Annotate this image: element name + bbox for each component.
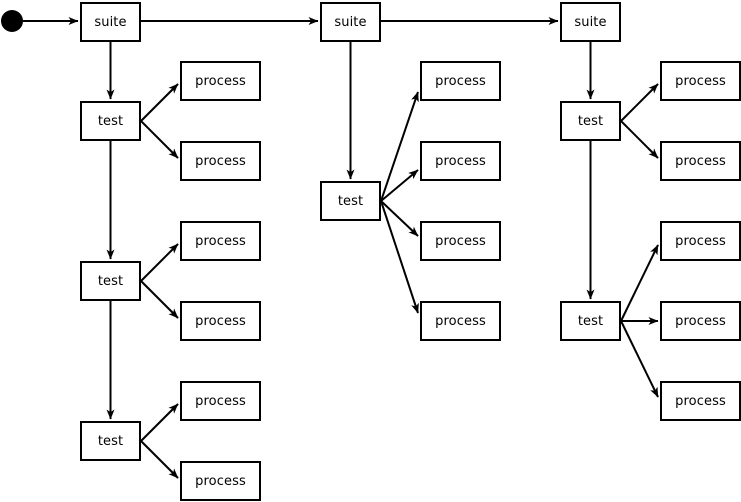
edge-test-3-to-proc-6 [140,440,179,479]
edge-test-2-to-proc-3 [140,243,179,282]
node-label-test-1: test [97,113,124,129]
node-label-test-4: test [337,193,364,209]
node-label-proc-6: process [195,473,246,489]
node-proc-11[interactable]: process [660,61,741,101]
node-proc-5[interactable]: process [180,381,261,421]
node-label-proc-3: process [195,233,246,249]
node-suite-3[interactable]: suite [560,2,621,42]
node-label-proc-2: process [195,153,246,169]
node-test-4[interactable]: test [320,181,381,221]
node-label-suite-2: suite [334,14,367,30]
node-proc-9[interactable]: process [420,221,501,261]
node-label-suite-3: suite [574,14,607,30]
node-label-proc-13: process [675,233,726,249]
edge-test-1-to-proc-2 [140,120,179,159]
node-label-proc-11: process [675,73,726,89]
node-test-3[interactable]: test [80,421,141,461]
node-test-1[interactable]: test [80,101,141,141]
node-label-test-5: test [577,113,604,129]
node-label-proc-4: process [195,313,246,329]
node-suite-1[interactable]: suite [80,2,141,42]
edge-test-4-to-proc-9 [380,200,419,237]
node-label-proc-1: process [195,73,246,89]
edge-test-6-to-proc-15 [620,320,659,398]
node-label-test-2: test [97,273,124,289]
edge-test-4-to-proc-10 [380,200,419,314]
edge-test-1-to-proc-1 [140,83,179,122]
node-label-suite-1: suite [94,14,127,30]
node-label-proc-12: process [675,153,726,169]
node-test-6[interactable]: test [560,301,621,341]
node-proc-10[interactable]: process [420,301,501,341]
node-proc-15[interactable]: process [660,381,741,421]
node-proc-8[interactable]: process [420,141,501,181]
node-label-proc-10: process [435,313,486,329]
node-proc-13[interactable]: process [660,221,741,261]
edge-test-5-to-proc-11 [620,83,659,122]
node-label-test-3: test [97,433,124,449]
node-label-proc-8: process [435,153,486,169]
node-label-proc-15: process [675,393,726,409]
node-proc-7[interactable]: process [420,61,501,101]
edge-test-6-to-proc-13 [620,244,659,322]
edge-test-5-to-proc-12 [620,120,659,159]
node-proc-6[interactable]: process [180,461,261,501]
node-suite-2[interactable]: suite [320,2,381,42]
node-label-proc-7: process [435,73,486,89]
node-proc-3[interactable]: process [180,221,261,261]
node-test-5[interactable]: test [560,101,621,141]
node-label-proc-14: process [675,313,726,329]
start-node [1,10,23,32]
edge-test-3-to-proc-5 [140,403,179,442]
node-proc-4[interactable]: process [180,301,261,341]
node-label-proc-5: process [195,393,246,409]
node-test-2[interactable]: test [80,261,141,301]
node-proc-12[interactable]: process [660,141,741,181]
node-proc-14[interactable]: process [660,301,741,341]
edge-group [23,17,659,479]
node-proc-1[interactable]: process [180,61,261,101]
edge-test-2-to-proc-4 [140,280,179,319]
edge-test-4-to-proc-8 [380,169,419,202]
node-proc-2[interactable]: process [180,141,261,181]
node-label-proc-9: process [435,233,486,249]
node-label-test-6: test [577,313,604,329]
edge-test-4-to-proc-7 [380,91,419,202]
